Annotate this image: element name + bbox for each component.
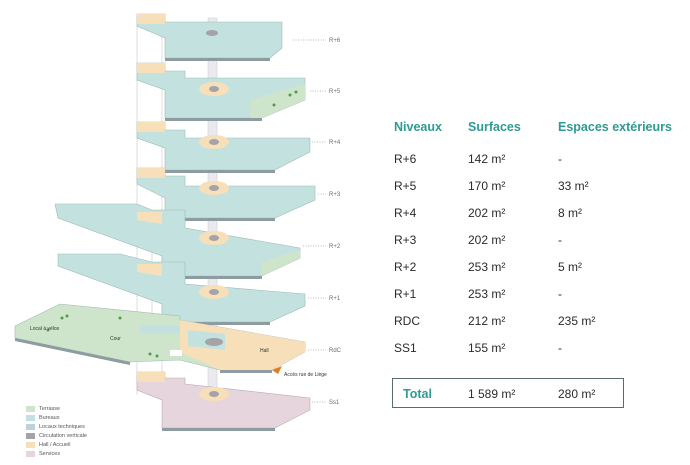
legend-item-terrasse: Terrasse [26, 404, 87, 413]
legend-swatch [26, 405, 35, 412]
cell-niveau: R+2 [394, 260, 417, 274]
map-label-local-velos: Local à vélos [30, 326, 60, 332]
cell-niveau: RDC [394, 314, 420, 328]
cell-surface: 142 m² [468, 152, 506, 166]
cell-surface: 155 m² [468, 341, 506, 355]
floor-label-ss1: Ss1 [329, 400, 340, 406]
floor-label-r5: R+5 [329, 89, 341, 95]
legend-label: Services [39, 450, 61, 457]
table-row: R+1 253 m² - [392, 287, 682, 305]
header-espaces-exterieurs: Espaces extérieurs [558, 120, 672, 134]
floor-rdc [14, 303, 306, 374]
table-row: R+4 202 m² 8 m² [392, 206, 682, 224]
table-row: R+2 253 m² 5 m² [392, 260, 682, 278]
cell-niveau: R+5 [394, 179, 417, 193]
legend-item-services: Services [26, 449, 87, 458]
floor-label-r6: R+6 [329, 38, 341, 44]
total-label: Total [403, 387, 432, 401]
cell-niveau: R+4 [394, 206, 417, 220]
table-row: SS1 155 m² - [392, 341, 682, 359]
header-surfaces: Surfaces [468, 120, 521, 134]
cell-niveau: SS1 [394, 341, 417, 355]
cell-surface: 253 m² [468, 287, 506, 301]
legend-label: Circulation verticale [39, 432, 87, 439]
cell-exterieur: - [558, 233, 562, 247]
legend-swatch [26, 450, 35, 457]
legend-item-bureaux: Bureaux [26, 413, 87, 422]
cell-exterieur: - [558, 341, 562, 355]
header-niveaux: Niveaux [394, 120, 442, 134]
legend-swatch [26, 423, 35, 430]
total-row: Total 1 589 m² 280 m² [392, 378, 624, 408]
legend-label: Locaux techniques [39, 423, 85, 430]
cell-exterieur: - [558, 152, 562, 166]
floor-ss1 [136, 371, 311, 431]
legend-label: Hall / Accueil [39, 441, 71, 448]
cell-niveau: R+3 [394, 233, 417, 247]
floor-label-r1: R+1 [329, 296, 341, 302]
floor-r5 [136, 62, 306, 121]
floor-r2 [54, 203, 301, 279]
legend-item-locaux-techniques: Locaux techniques [26, 422, 87, 431]
cell-surface: 202 m² [468, 233, 506, 247]
legend-item-hall: Hall / Accueil [26, 440, 87, 449]
floor-r1 [57, 253, 306, 325]
cell-surface: 202 m² [468, 206, 506, 220]
cell-surface: 170 m² [468, 179, 506, 193]
cell-surface: 212 m² [468, 314, 506, 328]
table-row: RDC 212 m² 235 m² [392, 314, 682, 332]
map-label-acces: Accès rue de Liège [284, 372, 327, 378]
total-surface: 1 589 m² [468, 387, 516, 401]
floor-r6 [136, 13, 283, 61]
legend-swatch [26, 432, 35, 439]
floor-label-rdc: RdC [329, 348, 342, 354]
floor-r3 [136, 167, 316, 221]
table-row: R+6 142 m² - [392, 152, 682, 170]
map-label-cour: Cour [110, 336, 121, 342]
legend-label: Bureaux [39, 414, 60, 421]
legend-swatch [26, 441, 35, 448]
floor-label-r2: R+2 [329, 244, 341, 250]
cell-exterieur: 33 m² [558, 179, 589, 193]
cell-surface: 253 m² [468, 260, 506, 274]
floor-stack-diagram: R+6 R+5 R+4 R+3 R+2 R+1 RdC Ss1 Local à … [14, 13, 342, 431]
table-row: R+3 202 m² - [392, 233, 682, 251]
cell-niveau: R+6 [394, 152, 417, 166]
table-row: R+5 170 m² 33 m² [392, 179, 682, 197]
legend-item-circulation: Circulation verticale [26, 431, 87, 440]
leader-lines [293, 39, 326, 403]
map-label-hall: Hall [260, 348, 269, 354]
total-exterieur: 280 m² [558, 387, 596, 401]
cell-exterieur: - [558, 287, 562, 301]
cell-exterieur: 5 m² [558, 260, 582, 274]
legend: Terrasse Bureaux Locaux techniques Circu… [26, 404, 87, 458]
legend-label: Terrasse [39, 405, 61, 412]
floor-label-r3: R+3 [329, 192, 341, 198]
floor-r4 [136, 121, 311, 173]
legend-swatch [26, 414, 35, 421]
floor-label-r4: R+4 [329, 140, 341, 146]
cell-exterieur: 8 m² [558, 206, 582, 220]
cell-exterieur: 235 m² [558, 314, 596, 328]
cell-niveau: R+1 [394, 287, 417, 301]
